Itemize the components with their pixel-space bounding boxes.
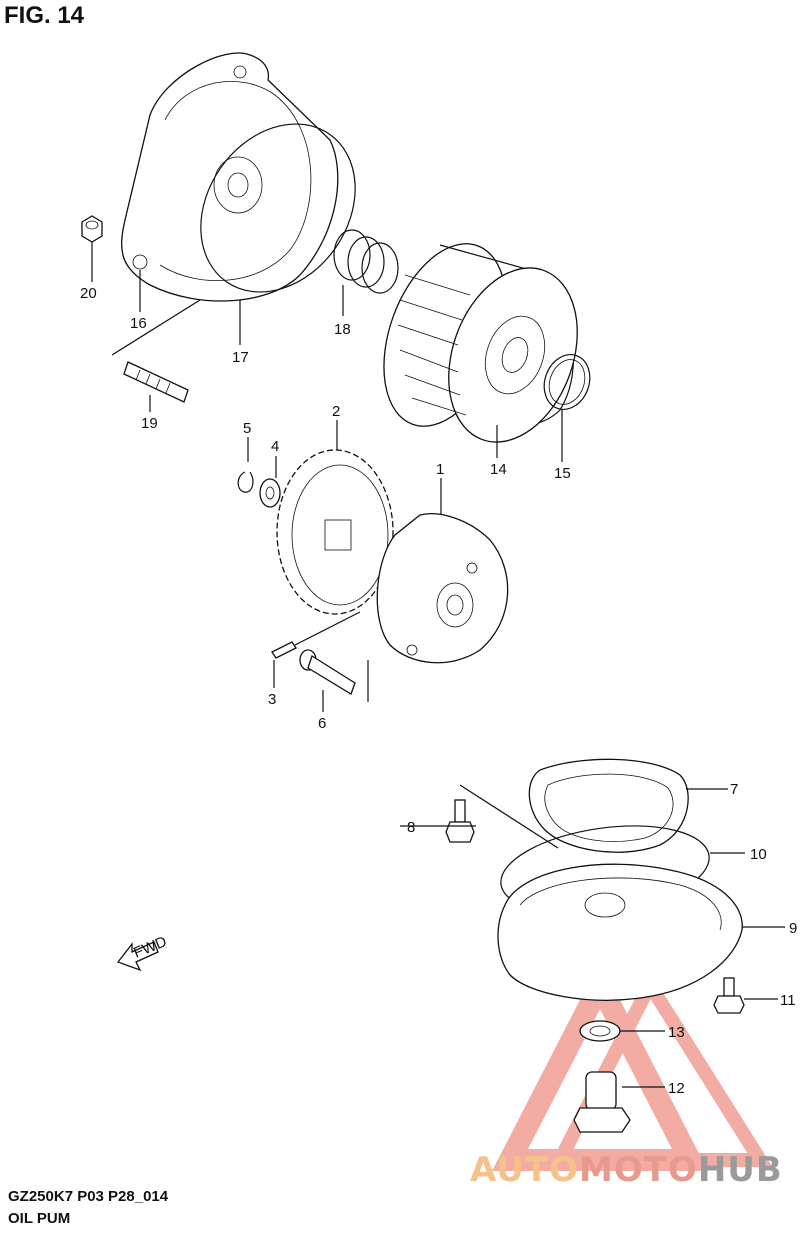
part-3-pin: [271, 641, 297, 659]
diagram-code: GZ250K7 P03 P28_014: [8, 1188, 169, 1205]
part-20-nut: [81, 215, 103, 243]
callout-8: 8: [407, 819, 415, 836]
callout-20: 20: [80, 285, 97, 302]
callout-18: 18: [334, 321, 351, 338]
part-12-drain-plug: [573, 1071, 631, 1133]
part-14-oil-filter: [383, 243, 578, 443]
part-16-filter-cover: [120, 52, 339, 302]
part-8-bolt: [445, 799, 475, 843]
watermark-part-c: HUB: [697, 1150, 783, 1190]
callout-15: 15: [554, 465, 571, 482]
leader-lines: [91, 242, 785, 1088]
callout-17: 17: [232, 349, 249, 366]
callout-10: 10: [750, 846, 767, 863]
callout-4: 4: [271, 438, 279, 455]
callout-9: 9: [789, 920, 797, 937]
callout-19: 19: [141, 415, 158, 432]
diagram-caption: OIL PUM: [8, 1210, 71, 1227]
part-9-pump-cover: [497, 863, 743, 1001]
part-6-screw: [299, 649, 356, 695]
callout-11: 11: [780, 992, 796, 1009]
part-13-washer: [579, 1020, 621, 1042]
fwd-direction-arrow: FWD: [116, 933, 169, 972]
callout-6: 6: [318, 715, 326, 732]
figure-title: FIG. 14: [4, 2, 85, 29]
callout-1: 1: [436, 461, 444, 478]
callout-13: 13: [668, 1024, 685, 1041]
part-7-gasket: [528, 758, 689, 853]
part-11-bolt: [713, 977, 745, 1014]
callout-12: 12: [668, 1080, 685, 1097]
watermark-part-a: AUTO: [470, 1150, 579, 1190]
part-18-spring: [333, 229, 399, 294]
part-4-washer: [259, 478, 281, 508]
callout-7: 7: [730, 781, 738, 798]
watermark-part-b: MOTO: [578, 1150, 698, 1190]
callout-2: 2: [332, 403, 340, 420]
watermark-text: AUTOMOTOHUB: [470, 1150, 783, 1190]
callout-5: 5: [243, 420, 251, 437]
part-17-o-ring: [200, 123, 356, 293]
callout-3: 3: [268, 691, 276, 708]
part-15-o-ring: [543, 354, 591, 410]
callout-16: 16: [130, 315, 147, 332]
part-5-circlip: [237, 471, 254, 493]
part-1-oil-pump: [376, 513, 509, 664]
part-2-driven-gear: [276, 449, 394, 615]
fwd-arrow-label: FWD: [131, 933, 169, 962]
callout-14: 14: [490, 461, 507, 478]
part-19-stud-bolt: [123, 361, 189, 403]
